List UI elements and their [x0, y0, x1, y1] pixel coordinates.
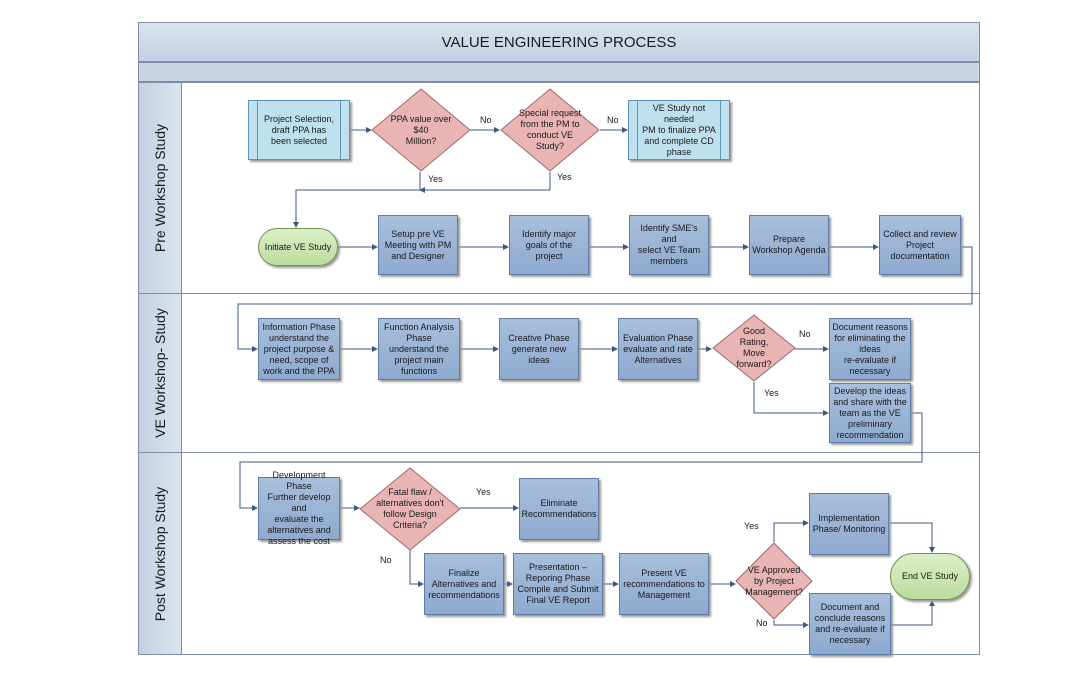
node-present-ve: Present VE recommendations to Management	[619, 553, 709, 615]
decision-ve-approved: VE Approved by Project Management?	[735, 542, 813, 620]
node-evaluation: Evaluation Phase evaluate and rate Alter…	[618, 318, 698, 380]
decision-ppa-value: PPA value over $40 Million?	[371, 88, 471, 172]
decision-good-rating: Good Rating, Move forward?	[712, 314, 796, 382]
node-creative: Creative Phase generate new ideas	[499, 318, 579, 380]
node-implementation: Implementation Phase/ Monitoring	[809, 493, 889, 555]
header-bar	[138, 62, 980, 82]
node-finalize: Finalize Alternatives and recommendation…	[424, 553, 504, 615]
terminal-initiate: Initiate VE Study	[258, 228, 338, 266]
node-project-selection: Project Selection, draft PPA has been se…	[248, 100, 350, 160]
decision-fatal-flaw: Fatal flaw / alternatives don't follow D…	[359, 467, 461, 551]
node-document-conclude: Document and conclude reasons and re-eva…	[809, 593, 891, 655]
node-goals: Identify major goals of the project	[509, 215, 589, 275]
yes-label: Yes	[476, 487, 491, 497]
lane-post-workshop: Post Workshop Study	[138, 452, 980, 655]
terminal-end: End VE Study	[890, 553, 970, 600]
node-eliminate: Eliminate Recommendations	[519, 478, 599, 540]
node-presentation: Presentation – Reporing Phase Compile an…	[513, 553, 603, 615]
no-label: No	[480, 115, 492, 125]
node-document-reasons: Document reasons for eliminating the ide…	[829, 318, 911, 380]
no-label: No	[756, 618, 768, 628]
no-label: No	[607, 115, 619, 125]
decision-special-request: Special request from the PM to conduct V…	[500, 88, 600, 172]
yes-label: Yes	[764, 388, 779, 398]
node-collect: Collect and review Project documentation	[879, 215, 961, 275]
yes-label: Yes	[557, 172, 572, 182]
yes-label: Yes	[428, 174, 443, 184]
node-smes: Identify SME's and select VE Team member…	[629, 215, 709, 275]
diagram-title: VALUE ENGINEERING PROCESS	[138, 22, 980, 62]
node-development: Development Phase Further develop and ev…	[258, 470, 340, 546]
node-not-needed: VE Study not needed PM to finalize PPA a…	[628, 100, 730, 160]
node-agenda: Prepare Workshop Agenda	[749, 215, 829, 275]
yes-label: Yes	[744, 521, 759, 531]
no-label: No	[380, 555, 392, 565]
node-function: Function Analysis Phase understand the p…	[378, 318, 460, 380]
node-setup: Setup pre VE Meeting with PM and Designe…	[378, 215, 458, 275]
no-label: No	[799, 329, 811, 339]
node-develop-ideas: Develop the ideas and share with the tea…	[829, 383, 911, 443]
node-information: Information Phase understand the project…	[258, 318, 340, 380]
